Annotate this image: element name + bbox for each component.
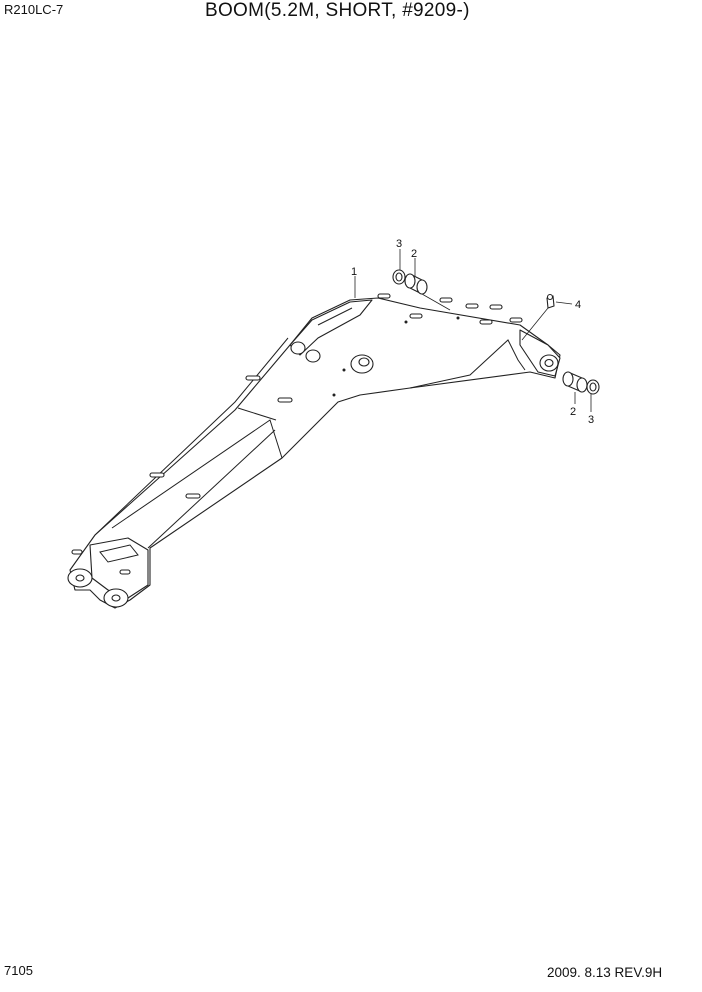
callout-seal-top: 3 xyxy=(396,238,402,250)
leader-nipple xyxy=(555,301,573,305)
bracket-boss-1 xyxy=(290,341,306,355)
boom-tip-face xyxy=(99,544,139,563)
page-title: BOOM(5.2M, SHORT, #9209-) xyxy=(205,0,470,21)
model-label: R210LC-7 xyxy=(4,2,64,17)
callout-grease-nipple: 4 xyxy=(575,299,581,311)
boom-lower-seam xyxy=(147,429,276,549)
callout-seal-bottom: 3 xyxy=(588,414,594,426)
bracket-boss-2 xyxy=(305,349,321,363)
boom-tip-bracket xyxy=(89,537,149,599)
callout-boom: 1 xyxy=(351,266,357,278)
boom-part[interactable] xyxy=(67,293,561,609)
pipe-clamp-6 xyxy=(119,569,131,575)
bushing-top[interactable] xyxy=(404,273,428,295)
boom-outline xyxy=(69,297,561,609)
boom-plate-line xyxy=(237,407,277,421)
page-number: 7105 xyxy=(4,963,33,978)
grease-nipple[interactable] xyxy=(546,293,555,309)
bushing-bottom[interactable] xyxy=(562,371,588,393)
pipe-clamp-1 xyxy=(245,375,261,381)
boom-top-flange xyxy=(94,337,289,536)
seal-top[interactable] xyxy=(392,269,406,285)
revision-date: 2009. 8.13 REV.9H xyxy=(547,965,663,980)
pipe-clamp-5 xyxy=(71,549,83,555)
boom-side-seam xyxy=(111,419,283,529)
callout-bushing-bottom: 2 xyxy=(570,406,576,418)
seal-bottom[interactable] xyxy=(586,379,600,395)
pipe-clamp-4 xyxy=(185,493,201,499)
pipe-clamp-3 xyxy=(149,472,165,478)
pipe-clamp-2 xyxy=(277,397,293,403)
callout-bushing-top: 2 xyxy=(411,248,417,260)
